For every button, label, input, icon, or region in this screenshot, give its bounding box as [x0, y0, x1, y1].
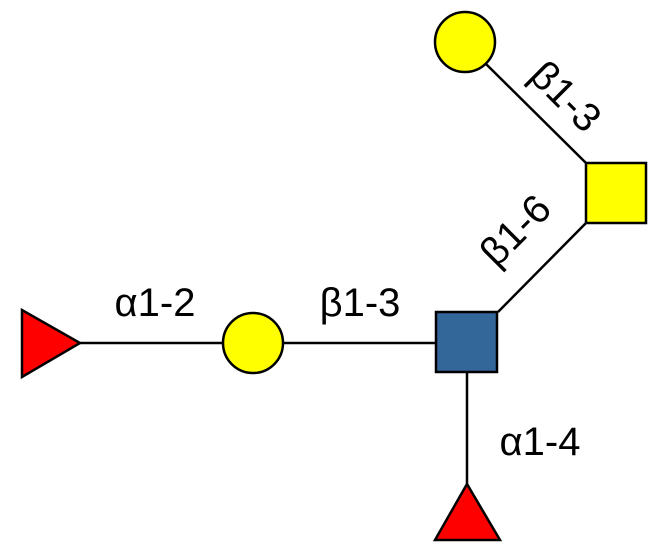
galnac-square-yellow — [584, 161, 648, 225]
linkage-label-beta1-3-top: β1-3 — [521, 53, 609, 141]
fucose-triangle-bottom — [432, 481, 503, 542]
glcnac-square-core — [434, 310, 499, 374]
galactose-circle-left — [221, 311, 285, 375]
bond-galnac-gal — [485, 63, 587, 164]
linkage-label-alpha1-2: α1-2 — [115, 281, 196, 325]
fucose-triangle-left — [20, 307, 83, 380]
linkage-label-beta1-3-left: β1-3 — [320, 281, 401, 325]
galactose-circle-top — [433, 10, 497, 74]
linkage-label-alpha1-4: α1-4 — [500, 420, 581, 464]
bond-core-galnac — [497, 222, 587, 313]
